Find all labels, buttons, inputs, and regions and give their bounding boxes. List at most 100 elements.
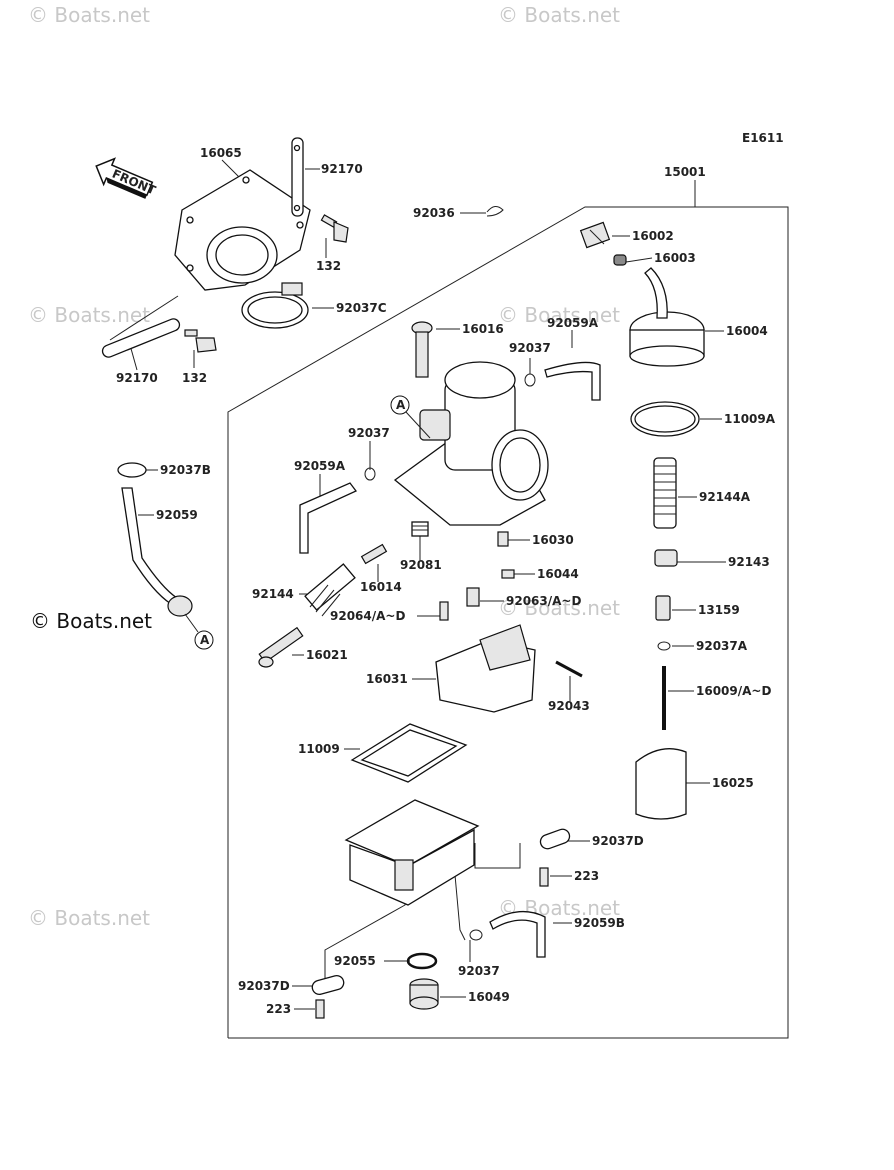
clamp-part xyxy=(539,828,571,850)
callout-letter: A xyxy=(396,398,406,412)
part-number-label: 92055 xyxy=(334,954,376,968)
part-number-label: 223 xyxy=(574,869,599,883)
watermark: © Boats.net xyxy=(498,3,620,27)
clip-part xyxy=(524,373,536,387)
drain-plug-part xyxy=(409,978,439,1010)
float-part xyxy=(435,624,536,713)
watermark: © Boats.net xyxy=(28,303,150,327)
callout-marker: A xyxy=(184,613,214,650)
part-number-label: 132 xyxy=(316,259,341,273)
clip-part xyxy=(486,206,504,217)
callout-letter: A xyxy=(200,633,210,647)
needle-holder-part xyxy=(655,595,671,621)
part-number-label: 92037A xyxy=(696,639,748,653)
intake-holder-part xyxy=(174,169,311,291)
part-number-label: 92037D xyxy=(592,834,644,848)
adjust-screw-part xyxy=(579,221,611,249)
part-number-label: 92170 xyxy=(116,371,158,385)
part-number-label: 223 xyxy=(266,1002,291,1016)
hose-part xyxy=(544,361,601,401)
needle-jet-part xyxy=(501,569,515,579)
float-bowl-part xyxy=(344,799,480,906)
spring-part xyxy=(411,521,429,537)
watermark-overlay: © Boats.net xyxy=(30,609,152,633)
part-number-labels: 16065 92170 15001 92036 132 16002 16003 92037C 1… xyxy=(116,146,776,1016)
part-number-label: 16065 xyxy=(200,146,242,160)
part-number-label: 92043 xyxy=(548,699,590,713)
screw-part xyxy=(539,867,549,887)
clamp-part xyxy=(311,975,345,995)
hose-clamp-part xyxy=(241,282,309,329)
part-number-label: 92170 xyxy=(321,162,363,176)
part-number-label: 92063/A~D xyxy=(506,594,581,608)
part-number-label: 11009 xyxy=(298,742,340,756)
spring-part xyxy=(613,254,627,266)
starter-plunger-part xyxy=(411,321,433,378)
strap-part xyxy=(291,137,304,217)
spring-part xyxy=(653,457,677,529)
part-number-label: 16025 xyxy=(712,776,754,790)
part-number-label: 16002 xyxy=(632,229,674,243)
clip-part xyxy=(364,467,376,481)
clip-part xyxy=(469,929,483,941)
part-number-label: 92081 xyxy=(400,558,442,572)
watermark: © Boats.net xyxy=(498,303,620,327)
strap-part xyxy=(101,318,181,358)
part-number-label: 15001 xyxy=(664,165,706,179)
part-number-label: 11009A xyxy=(724,412,776,426)
part-number-label: 92059B xyxy=(574,916,625,930)
pilot-jet-part xyxy=(439,601,449,621)
watermark: © Boats.net xyxy=(28,3,150,27)
callout-marker: A xyxy=(390,395,431,439)
part-number-label: 16003 xyxy=(654,251,696,265)
part-number-label: 16049 xyxy=(468,990,510,1004)
part-number-label: 92037 xyxy=(509,341,551,355)
bolt-part xyxy=(184,329,217,353)
part-number-label: 92143 xyxy=(728,555,770,569)
clip-part xyxy=(657,641,671,651)
bolt-part xyxy=(320,214,349,243)
part-number-label: 92064/A~D xyxy=(330,609,405,623)
part-number-label: 92036 xyxy=(413,206,455,220)
part-number-label: 16009/A~D xyxy=(696,684,771,698)
part-number-label: 16004 xyxy=(726,324,768,338)
part-number-label: 92037C xyxy=(336,301,387,315)
part-number-label: 13159 xyxy=(698,603,740,617)
hose-part xyxy=(117,462,193,617)
part-number-label: 16030 xyxy=(532,533,574,547)
part-number-label: 92059A xyxy=(294,459,346,473)
part-number-label: 16021 xyxy=(306,648,348,662)
watermark: © Boats.net xyxy=(28,906,150,930)
part-number-label: 92037 xyxy=(458,964,500,978)
part-number-label: 92037 xyxy=(348,426,390,440)
part-number-label: 16031 xyxy=(366,672,408,686)
top-cap-part xyxy=(629,267,705,367)
air-screw-part xyxy=(360,543,388,565)
assembly-frame xyxy=(227,206,789,1039)
o-ring-part xyxy=(630,401,700,437)
figure-code: E1611 xyxy=(742,131,784,145)
float-pin-part xyxy=(555,660,583,678)
throttle-valve-part xyxy=(635,748,687,820)
carburetor-body-part xyxy=(393,361,549,526)
part-number-label: 16044 xyxy=(537,567,579,581)
part-number-label: 92059A xyxy=(547,316,599,330)
watermark: © Boats.net xyxy=(498,596,620,620)
part-number-label: 92144A xyxy=(699,490,751,504)
pilot-jet-part xyxy=(497,531,509,547)
float-bowl-gasket-part xyxy=(350,723,468,783)
o-ring-part xyxy=(406,952,438,970)
part-number-label: 92144 xyxy=(252,587,294,601)
spring-part xyxy=(304,563,356,617)
part-number-label: 92037B xyxy=(160,463,211,477)
part-number-label: 16016 xyxy=(462,322,504,336)
hose-part xyxy=(489,910,546,958)
screw-part xyxy=(315,999,325,1019)
part-number-label: 92037D xyxy=(238,979,290,993)
front-arrow-icon: FRONT xyxy=(95,157,159,199)
hose-part xyxy=(299,482,358,554)
part-number-label: 92059 xyxy=(156,508,198,522)
part-number-label: 16014 xyxy=(360,580,402,594)
main-jet-part xyxy=(466,587,480,607)
